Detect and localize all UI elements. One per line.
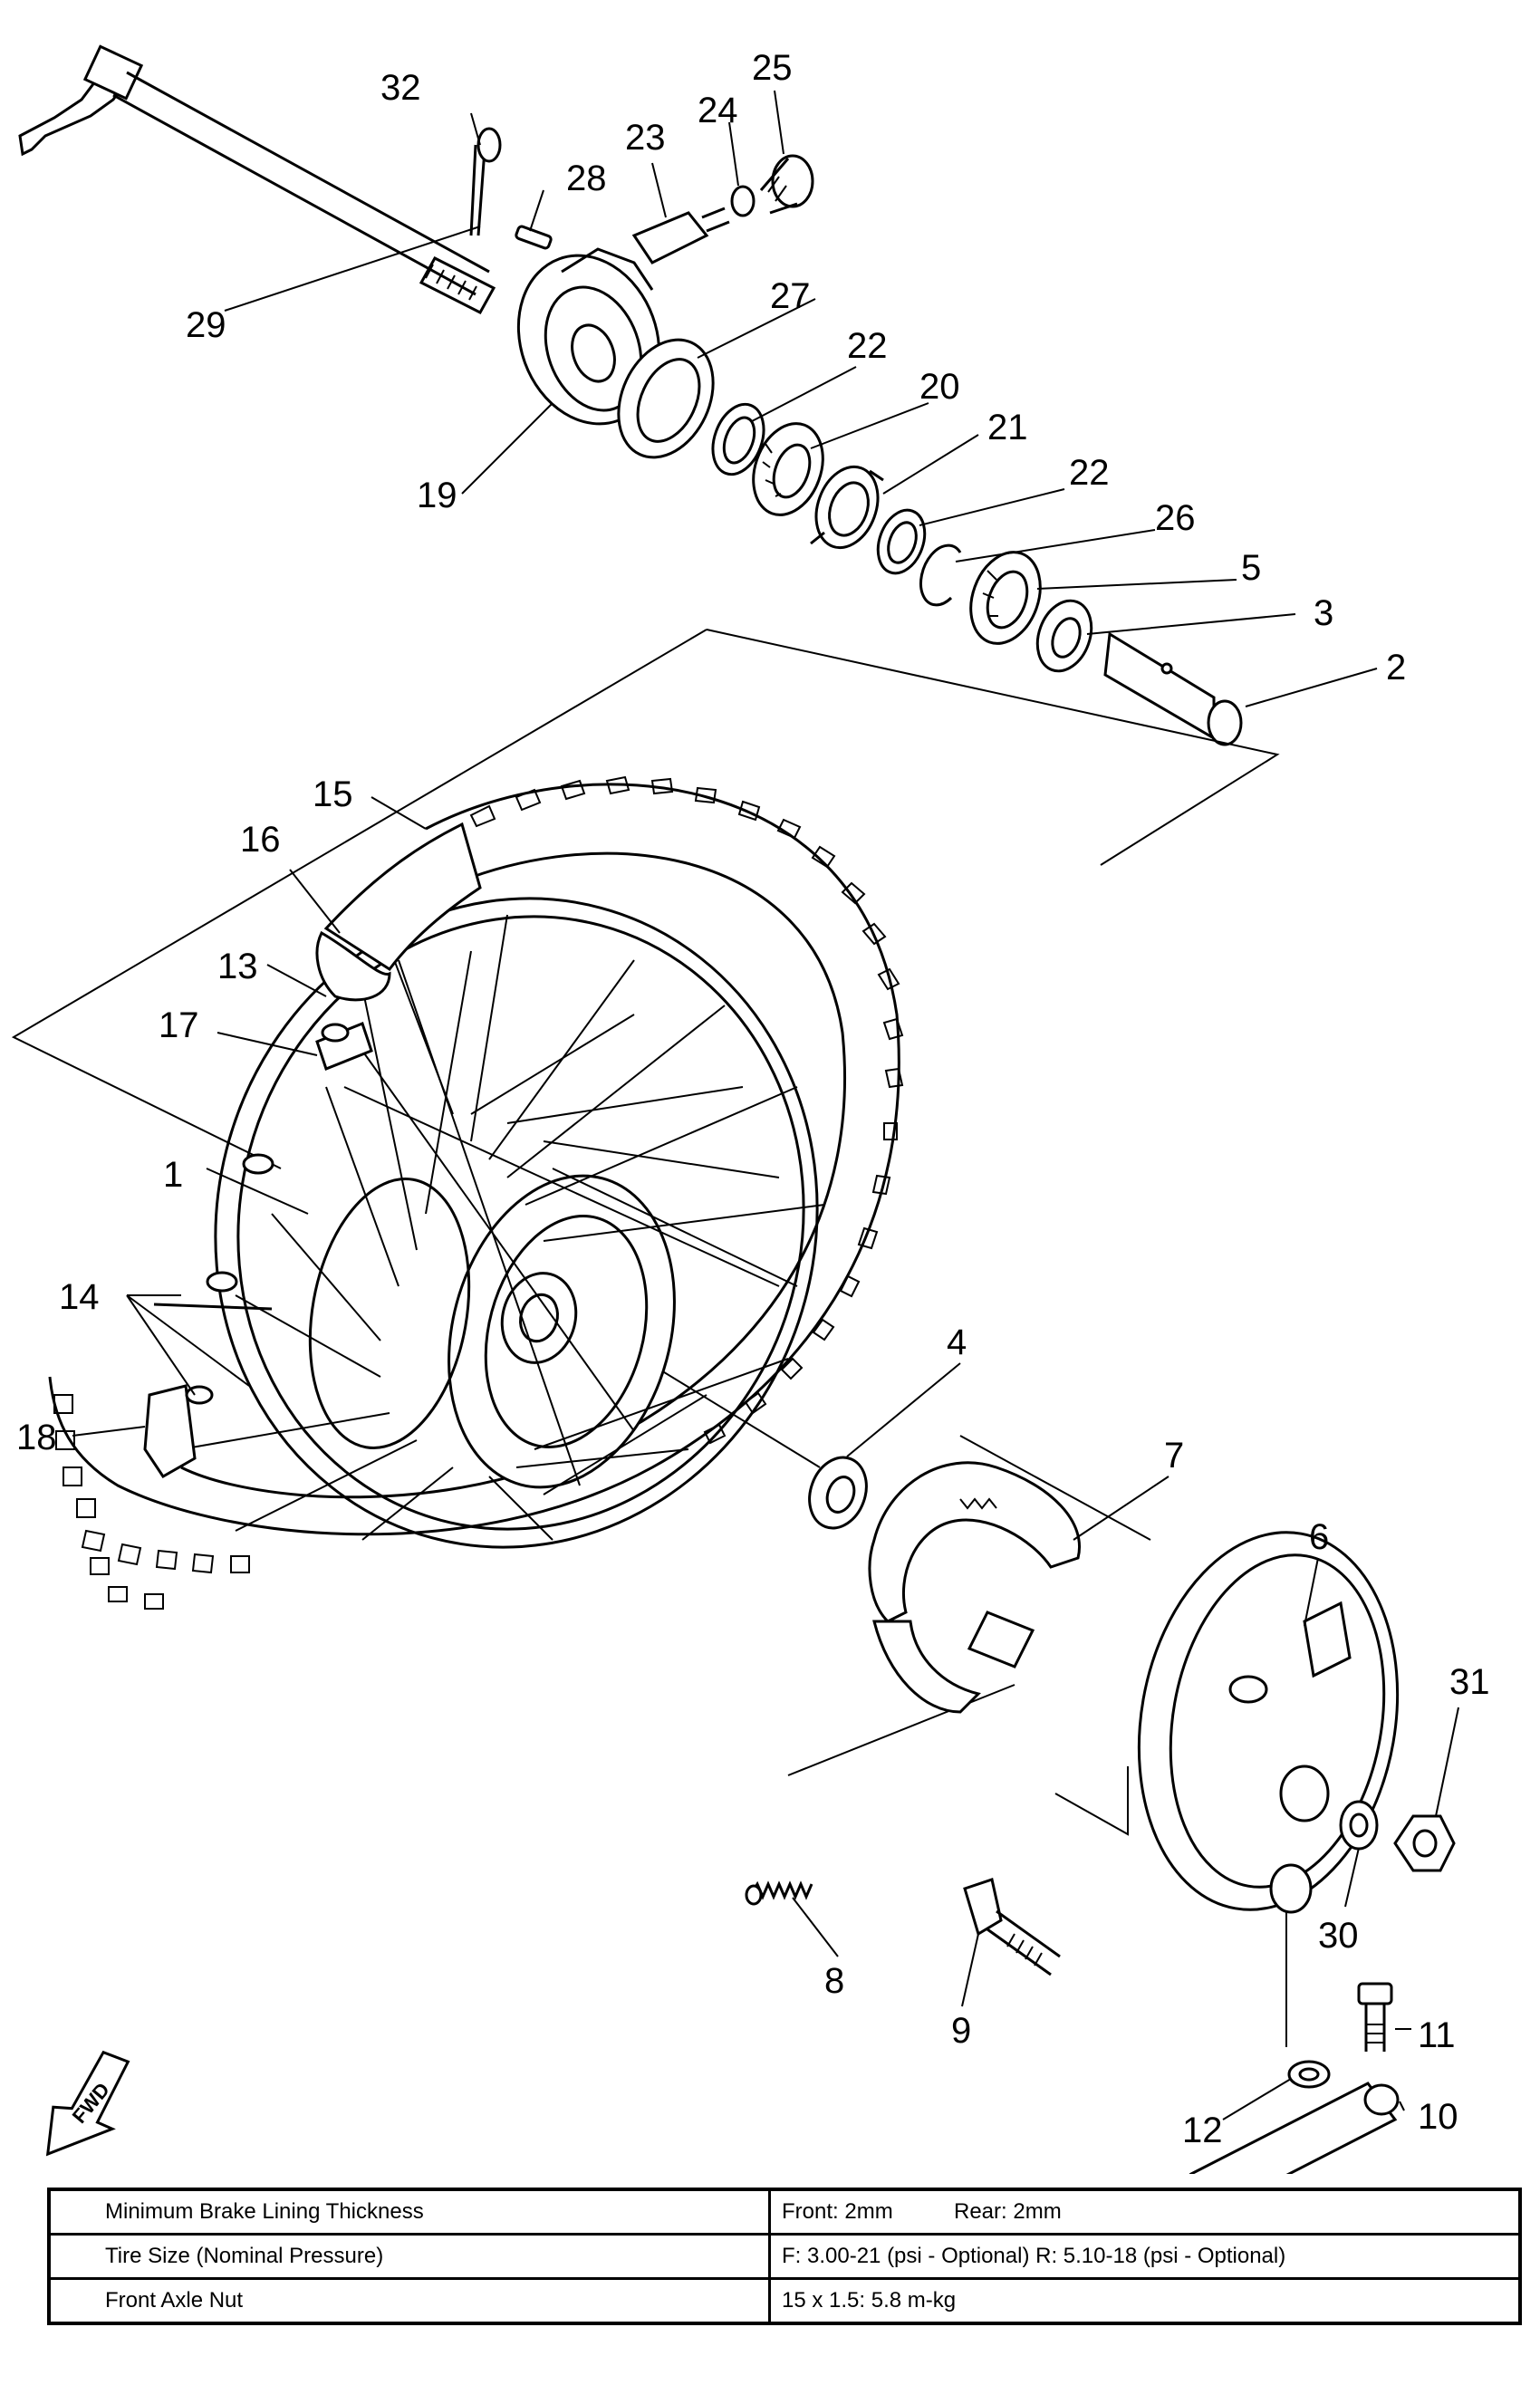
- callout-22a: 22: [847, 326, 888, 366]
- fwd-arrow-icon: FWD: [45, 2050, 130, 2157]
- table-row: Tire Size (Nominal Pressure) F: 3.00-21 …: [47, 2233, 1522, 2280]
- callout-30: 30: [1318, 1916, 1359, 1956]
- callout-14: 14: [59, 1277, 100, 1317]
- washer-30-part: [1339, 1800, 1379, 1851]
- spec-label: Front Axle Nut: [47, 2277, 771, 2325]
- spec-label: Tire Size (Nominal Pressure): [47, 2233, 771, 2280]
- brake-shoes-7-part: [868, 1461, 1081, 1714]
- oil-seal-27-part: [617, 338, 715, 459]
- callout-17: 17: [159, 1005, 199, 1045]
- callout-10: 10: [1418, 2097, 1458, 2137]
- callout-29: 29: [186, 305, 226, 345]
- spring-8-part: [745, 1880, 813, 1906]
- spec-table: Minimum Brake Lining Thickness Front: 2m…: [47, 2188, 1522, 2325]
- callout-19: 19: [417, 476, 457, 515]
- camshaft-9-part: [963, 1878, 1061, 1976]
- spec-label: Minimum Brake Lining Thickness: [47, 2188, 771, 2236]
- circlip-26-part: [919, 543, 962, 607]
- pin-part: [515, 225, 553, 250]
- callout-11: 11: [1418, 2015, 1456, 2055]
- callout-32: 32: [380, 68, 421, 108]
- callout-25: 25: [752, 48, 793, 88]
- callout-6: 6: [1309, 1517, 1329, 1557]
- axle-nut-31-part: [1393, 1814, 1456, 1872]
- wheel-exploded-diagram: FWD 32: [11, 44, 1490, 2174]
- table-row: Front Axle Nut 15 x 1.5: 5.8 m-kg: [47, 2277, 1522, 2325]
- callout-4: 4: [947, 1322, 967, 1362]
- assembly-lines: [11, 629, 1333, 2047]
- gear-shaft-part: [631, 207, 730, 264]
- callout-18: 18: [16, 1418, 57, 1457]
- cam-lever-10-part: [1189, 2082, 1400, 2174]
- spacer-tube-2-part: [1103, 631, 1243, 746]
- cotter-pin-part: [469, 127, 502, 236]
- spec-value-front: Front: 2mm: [782, 2199, 893, 2224]
- callout-12: 12: [1182, 2111, 1223, 2150]
- spec-value: Front: 2mm Rear: 2mm: [768, 2188, 1522, 2236]
- callout-21: 21: [987, 408, 1028, 447]
- leader-lines: [72, 90, 1459, 2120]
- callout-27: 27: [770, 276, 811, 316]
- spec-value: 15 x 1.5: 5.8 m-kg: [768, 2277, 1522, 2325]
- callout-2: 2: [1386, 648, 1406, 688]
- washer-24-part: [730, 185, 756, 217]
- spacer-3-part: [1035, 599, 1093, 673]
- callout-22b: 22: [1069, 453, 1110, 493]
- axle-part: [18, 44, 496, 314]
- callout-8: 8: [824, 1961, 844, 2001]
- callout-31: 31: [1449, 1662, 1490, 1702]
- spec-value-rear: Rear: 2mm: [954, 2199, 1062, 2224]
- bolt-11-part: [1357, 1982, 1393, 2052]
- clutch-plate-21-part: [810, 465, 884, 550]
- gear-20-part: [752, 422, 824, 516]
- callout-24: 24: [698, 91, 738, 130]
- callout-15: 15: [313, 774, 353, 814]
- brake-panel-6-part: [1137, 1531, 1400, 1914]
- callout-16: 16: [240, 820, 281, 860]
- bearing-4-part: [808, 1456, 868, 1530]
- callout-3: 3: [1314, 593, 1333, 633]
- wheel-assembly: [48, 775, 904, 1610]
- callout-26: 26: [1155, 498, 1196, 538]
- washer-12-part: [1287, 2060, 1331, 2089]
- callout-7: 7: [1164, 1436, 1184, 1476]
- bushing-25-part: [759, 154, 814, 215]
- callout-1: 1: [163, 1155, 183, 1195]
- callout-28: 28: [566, 159, 607, 198]
- callout-13: 13: [217, 947, 258, 986]
- table-row: Minimum Brake Lining Thickness Front: 2m…: [47, 2188, 1522, 2236]
- callout-20: 20: [919, 367, 960, 407]
- spec-value: F: 3.00-21 (psi - Optional) R: 5.10-18 (…: [768, 2233, 1522, 2280]
- gear-housing-part: [516, 247, 661, 426]
- callout-5: 5: [1241, 548, 1261, 588]
- callout-23: 23: [625, 118, 666, 158]
- bearing-5-part: [969, 551, 1042, 645]
- callout-9: 9: [951, 2011, 971, 2051]
